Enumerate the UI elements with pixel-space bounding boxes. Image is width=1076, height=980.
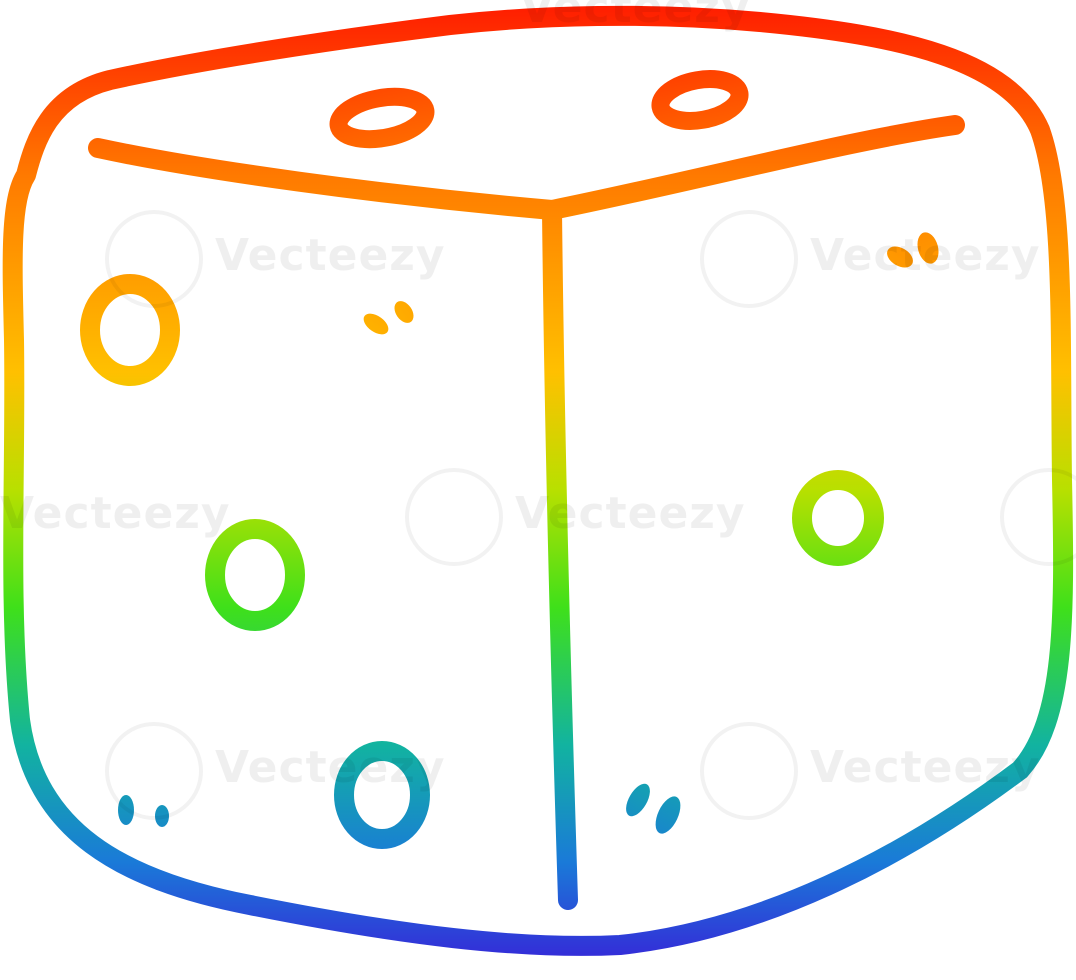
vertical-edge	[542, 200, 578, 910]
right-pip-1	[792, 470, 884, 566]
dice-outline	[2, 5, 1074, 956]
left-pip-3	[334, 741, 430, 849]
left-pip-1	[80, 274, 180, 386]
sparkle-marks	[118, 232, 939, 834]
left-pip-2	[205, 519, 305, 631]
top-edge-left	[88, 138, 562, 220]
top-pip-2	[651, 70, 749, 130]
top-pip-1	[329, 87, 435, 149]
top-edge-right	[542, 115, 965, 220]
